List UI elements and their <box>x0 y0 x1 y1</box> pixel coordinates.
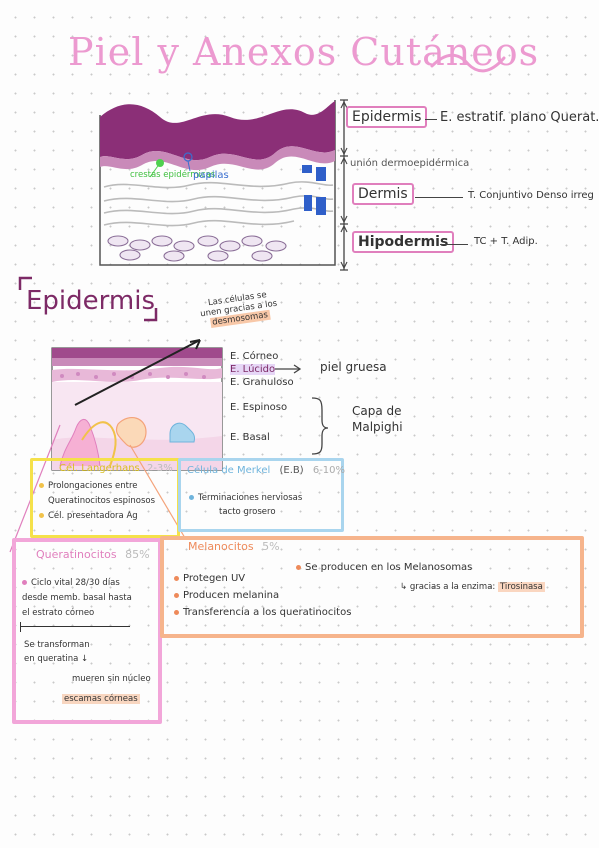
melanocitos-note1: Se producen en los Melanosomas <box>296 562 472 573</box>
enzyme-highlight: Tirosinasa <box>497 582 545 592</box>
stratum-basal: E. Basal <box>230 432 270 443</box>
page-title: Piel y Anexos Cutáneos <box>68 30 540 74</box>
connector-line <box>425 119 437 120</box>
process-step: Se transforman <box>24 640 90 650</box>
connector-line <box>440 244 468 245</box>
union-label: unión dermoepidérmica <box>350 158 470 169</box>
divider <box>20 622 21 632</box>
merkel-title-text: Célula de Merkel <box>187 465 271 476</box>
divider <box>20 626 130 627</box>
langerhans-list: Prolongaciones entre Queratinocitos espi… <box>39 479 155 524</box>
epidermis-diagram <box>9 339 329 553</box>
merkel-box: Célula de Merkel (E.B) 6-10% Terminacion… <box>178 458 345 532</box>
list-item: Transferencia a los queratinocitos <box>174 604 351 621</box>
list-item: Protegen UV <box>174 570 351 587</box>
connector-line <box>415 197 463 198</box>
queratinocitos-box: Queratinocitos 85% Ciclo vital 28/30 día… <box>12 538 162 724</box>
list-item: el estrato córneo <box>22 608 95 618</box>
process-step: en queratina ↓ <box>24 654 89 664</box>
melanocitos-pct: 5% <box>262 540 280 553</box>
stratum-corneo: E. Córneo <box>230 351 279 362</box>
melanocitos-title: Melanocitos 5% <box>188 540 280 553</box>
merkel-list: Terminaciones nerviosas tacto grosero <box>189 491 302 519</box>
stratum-lucido: E. Lúcido <box>230 364 276 375</box>
title-squiggle <box>430 53 506 73</box>
list-item: Prolongaciones entre <box>39 479 155 494</box>
list-item: Queratinocitos espinosos <box>48 496 156 506</box>
crestas-label: crestas epidérmicas <box>130 170 216 180</box>
list-item: tacto grosero <box>219 507 276 517</box>
list-item: Producen melanina <box>174 587 351 604</box>
langerhans-title: Cél. Langerhans 2-3% <box>59 463 173 474</box>
section-brackets <box>18 276 158 322</box>
epidermis-desc: E. estratif. plano Querat. <box>440 110 599 125</box>
list-item: Cél. presentadora Ag <box>39 509 155 524</box>
merkel-loc: (E.B) <box>279 465 304 476</box>
list-item: Ciclo vital 28/30 días <box>22 576 132 591</box>
skin-section-diagram <box>99 100 336 266</box>
merkel-title: Célula de Merkel (E.B) 6-10% <box>187 465 345 476</box>
queratinocitos-lines: Ciclo vital 28/30 días desde memb. basal… <box>22 576 132 621</box>
papilas-label: papilas <box>193 170 229 181</box>
hipodermis-desc: TC + T. Adip. <box>474 236 538 247</box>
langerhans-title-text: Cél. Langerhans <box>59 463 140 474</box>
process-step: mueren sin núcleo <box>72 674 151 684</box>
melanocitos-list: Protegen UV Producen melanina Transferen… <box>174 570 351 621</box>
hipodermis-label: Hipodermis <box>352 231 455 253</box>
merkel-pct: 6-10% <box>312 465 346 476</box>
queratinocitos-title-text: Queratinocitos <box>36 548 117 561</box>
langerhans-pct: 2-3% <box>146 463 173 474</box>
dermis-desc: T. Conjuntivo Denso irreg <box>468 190 594 201</box>
epidermis-label: Epidermis <box>346 106 428 128</box>
stratum-espinoso: E. Espinoso <box>230 402 288 413</box>
dermis-label: Dermis <box>352 183 414 205</box>
queratinocitos-pct: 85% <box>125 548 150 561</box>
layer-brace <box>340 99 348 271</box>
melanocitos-note2: ↳ gracias a la enzima: Tirosinasa <box>400 582 545 592</box>
section-title: Epidermis <box>26 286 155 316</box>
process-step-highlight: escamas córneas <box>62 694 140 704</box>
melanocitos-box: Melanocitos 5% Protegen UV Producen mela… <box>160 536 584 638</box>
stratum-granuloso: E. Granuloso <box>230 377 294 388</box>
list-item: desde memb. basal hasta <box>22 593 132 603</box>
queratinocitos-process: Se transforman en queratina ↓ mueren sin… <box>24 638 151 706</box>
capa-malpighi: Capa de Malpighi <box>352 403 403 435</box>
melanocitos-title-text: Melanocitos <box>188 540 254 553</box>
malpighi-line: Malpighi <box>352 420 403 434</box>
queratinocitos-title: Queratinocitos 85% <box>36 548 150 561</box>
malpighi-line: Capa de <box>352 404 402 418</box>
note2-text: ↳ gracias a la enzima: <box>400 582 496 592</box>
piel-gruesa: piel gruesa <box>320 360 387 374</box>
list-item: Terminaciones nerviosas <box>189 491 302 505</box>
langerhans-box: Cél. Langerhans 2-3% Prolongaciones entr… <box>30 458 180 538</box>
